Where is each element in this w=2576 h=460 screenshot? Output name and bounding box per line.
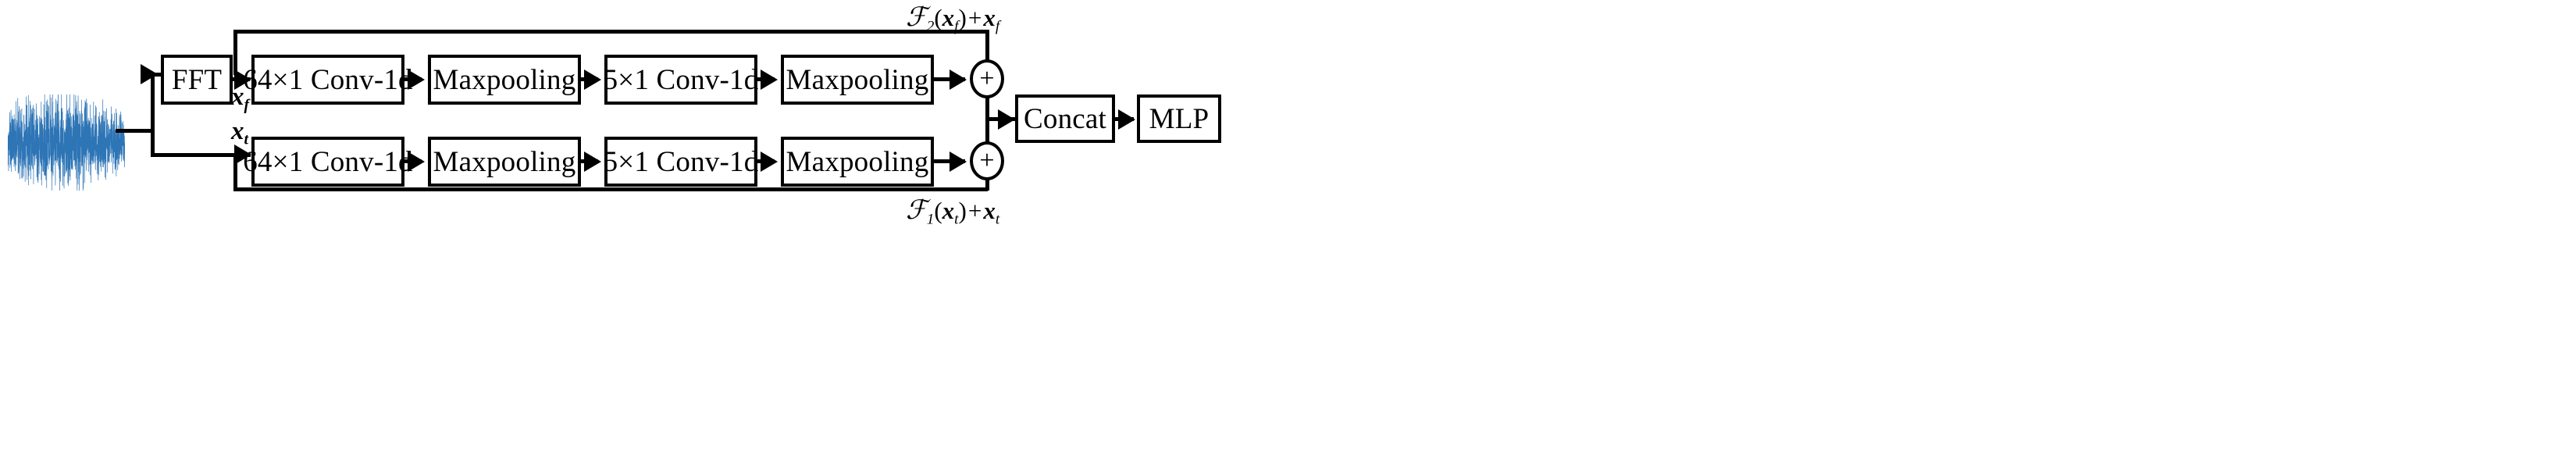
block-fft[interactable]: FFT [161, 55, 233, 105]
annotation-top-func-sub: 2 [926, 18, 935, 35]
annotation-bottom-op: + [967, 197, 982, 224]
annotation-bottom-func-sub: 1 [926, 211, 935, 228]
input-split-bus [151, 73, 155, 157]
variable-x-f: xf [231, 84, 249, 113]
input-stub-line [116, 129, 153, 133]
block-maxpool2-top[interactable]: Maxpooling [781, 55, 934, 105]
annotation-top-func: ℱ [906, 2, 927, 33]
arrowhead-merge-to-concat [998, 109, 1015, 130]
block-conv64-top[interactable]: 64×1 Conv-1d [243, 55, 413, 105]
annotation-bottom-open: ( [934, 197, 942, 224]
arrowhead-pool2-to-sum-top [950, 70, 967, 90]
input-waveform-icon [8, 94, 125, 191]
arrowhead-concat-to-mlp [1118, 109, 1135, 130]
residual-bottom-span [233, 187, 988, 191]
block-maxpool2-bottom-label: Maxpooling [786, 145, 929, 178]
block-maxpool1-bottom[interactable]: Maxpooling [428, 137, 581, 187]
block-conv64-bottom[interactable]: 64×1 Conv-1d [243, 137, 413, 187]
sum-node-bottom-label: + [979, 146, 995, 175]
block-maxpool2-bottom[interactable]: Maxpooling [781, 137, 934, 187]
block-maxpool1-bottom-label: Maxpooling [433, 145, 576, 178]
arrowhead-pool2-to-sum-bottom [950, 152, 967, 172]
arrowhead-conv5-to-pool2-bottom [761, 152, 778, 172]
residual-bottom-dropper [233, 153, 237, 191]
residual-top-riser [233, 30, 237, 75]
sum-node-top-label: + [979, 64, 995, 93]
annotation-top-open: ( [934, 4, 942, 31]
block-maxpool1-top-label: Maxpooling [433, 63, 576, 96]
arrowhead-conv64-to-pool1-bottom [408, 152, 425, 172]
residual-bottom-riser [985, 178, 989, 191]
block-mlp-label: MLP [1149, 102, 1210, 135]
annotation-top-arg-sub: f [954, 18, 959, 35]
annotation-bottom-func: ℱ [906, 194, 927, 226]
variable-x-f-sub: f [244, 96, 250, 114]
annotation-top-residual: ℱ2(xf)+xf [906, 4, 999, 34]
block-conv5-top-label: 5×1 Conv-1d [603, 63, 759, 96]
annotation-top-term: x [983, 4, 996, 31]
annotation-bottom-residual: ℱ1(xt)+xt [906, 197, 999, 227]
block-conv64-top-label: 64×1 Conv-1d [243, 63, 413, 96]
arrowhead-conv5-to-pool2-top [761, 70, 778, 90]
block-conv5-top[interactable]: 5×1 Conv-1d [603, 55, 759, 105]
sum-node-bottom[interactable]: + [970, 141, 1004, 180]
block-fft-label: FFT [171, 63, 223, 96]
block-concat-label: Concat [1023, 102, 1106, 135]
residual-top-span [233, 30, 988, 34]
arrowhead-pool1-to-conv5-top [584, 70, 601, 90]
block-maxpool2-top-label: Maxpooling [786, 63, 929, 96]
annotation-bottom-term-sub: t [995, 211, 1000, 228]
block-mlp[interactable]: MLP [1137, 94, 1221, 143]
annotation-bottom-close: ) [958, 197, 967, 224]
annotation-bottom-term: x [983, 197, 996, 224]
line-to-time-branch [151, 153, 251, 157]
sum-node-top[interactable]: + [970, 59, 1004, 98]
arrowhead-pool1-to-conv5-bottom [584, 152, 601, 172]
block-conv5-bottom-label: 5×1 Conv-1d [603, 145, 759, 178]
annotation-top-arg: x [942, 4, 955, 31]
block-concat[interactable]: Concat [1015, 94, 1115, 143]
residual-top-dropper [985, 30, 989, 61]
arrowhead-to-fft [141, 64, 158, 84]
variable-x-t-base: x [231, 117, 244, 145]
annotation-top-close: ) [958, 4, 967, 31]
block-conv5-bottom[interactable]: 5×1 Conv-1d [603, 137, 759, 187]
arrowhead-fft-to-conv64-top [234, 70, 251, 90]
variable-x-f-base: x [231, 83, 244, 111]
variable-x-t-sub: t [244, 130, 249, 148]
block-maxpool1-top[interactable]: Maxpooling [428, 55, 581, 105]
annotation-top-term-sub: f [995, 18, 1000, 35]
annotation-bottom-arg-sub: t [954, 211, 959, 228]
annotation-top-op: + [967, 4, 982, 31]
variable-x-t: xt [231, 119, 248, 148]
block-conv64-bottom-label: 64×1 Conv-1d [243, 145, 413, 178]
arrowhead-to-time-branch [234, 144, 251, 165]
arrowhead-conv64-to-pool1-top [408, 70, 425, 90]
annotation-bottom-arg: x [942, 197, 955, 224]
line-to-fft [151, 73, 169, 77]
